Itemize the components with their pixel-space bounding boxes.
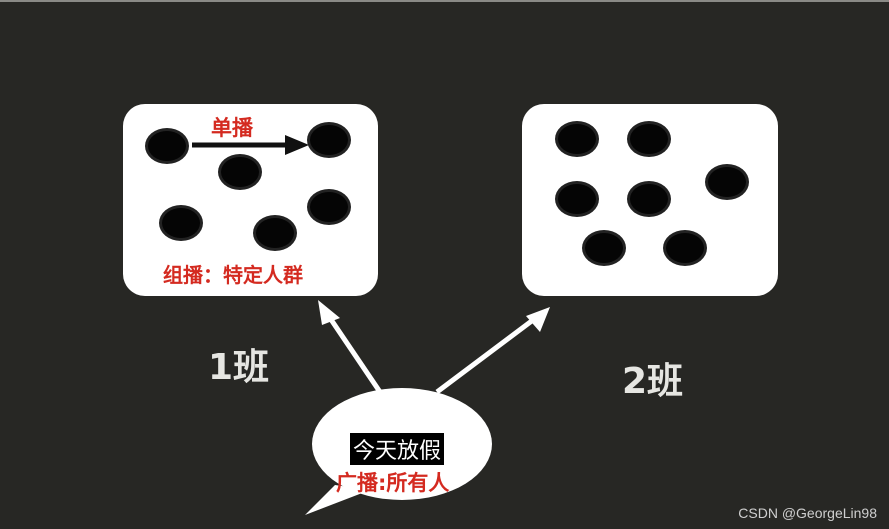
student-dot: [630, 124, 668, 154]
broadcast-arrow-class2-icon: [435, 307, 550, 394]
broadcast-label: 广播:所有人: [336, 471, 450, 495]
speech-bubble-tail-icon: [305, 485, 370, 515]
multicast-label: 组播：特定人群: [163, 263, 303, 287]
class2-label: 2班: [622, 361, 684, 402]
student-dot: [708, 167, 746, 197]
student-dot: [585, 233, 623, 263]
student-dot: [310, 192, 348, 222]
unicast-arrow-icon: [192, 135, 309, 155]
student-dot: [221, 157, 259, 187]
class2-box: [522, 104, 778, 296]
bubble-message: 今天放假: [350, 433, 445, 465]
watermark: CSDN @GeorgeLin98: [738, 505, 877, 521]
top-border: [0, 0, 889, 2]
student-dot: [630, 184, 668, 214]
student-dot: [256, 218, 294, 248]
student-dot: [558, 184, 596, 214]
student-dot: [148, 131, 186, 161]
class1-label: 1班: [208, 347, 270, 388]
broadcast-arrow-class1-icon: [318, 300, 383, 394]
student-dot: [162, 208, 200, 238]
student-dot: [666, 233, 704, 263]
student-dot: [310, 125, 348, 155]
unicast-label: 单播: [211, 116, 253, 140]
class1-box: 单播 组播：特定人群: [123, 104, 378, 296]
student-dot: [558, 124, 596, 154]
